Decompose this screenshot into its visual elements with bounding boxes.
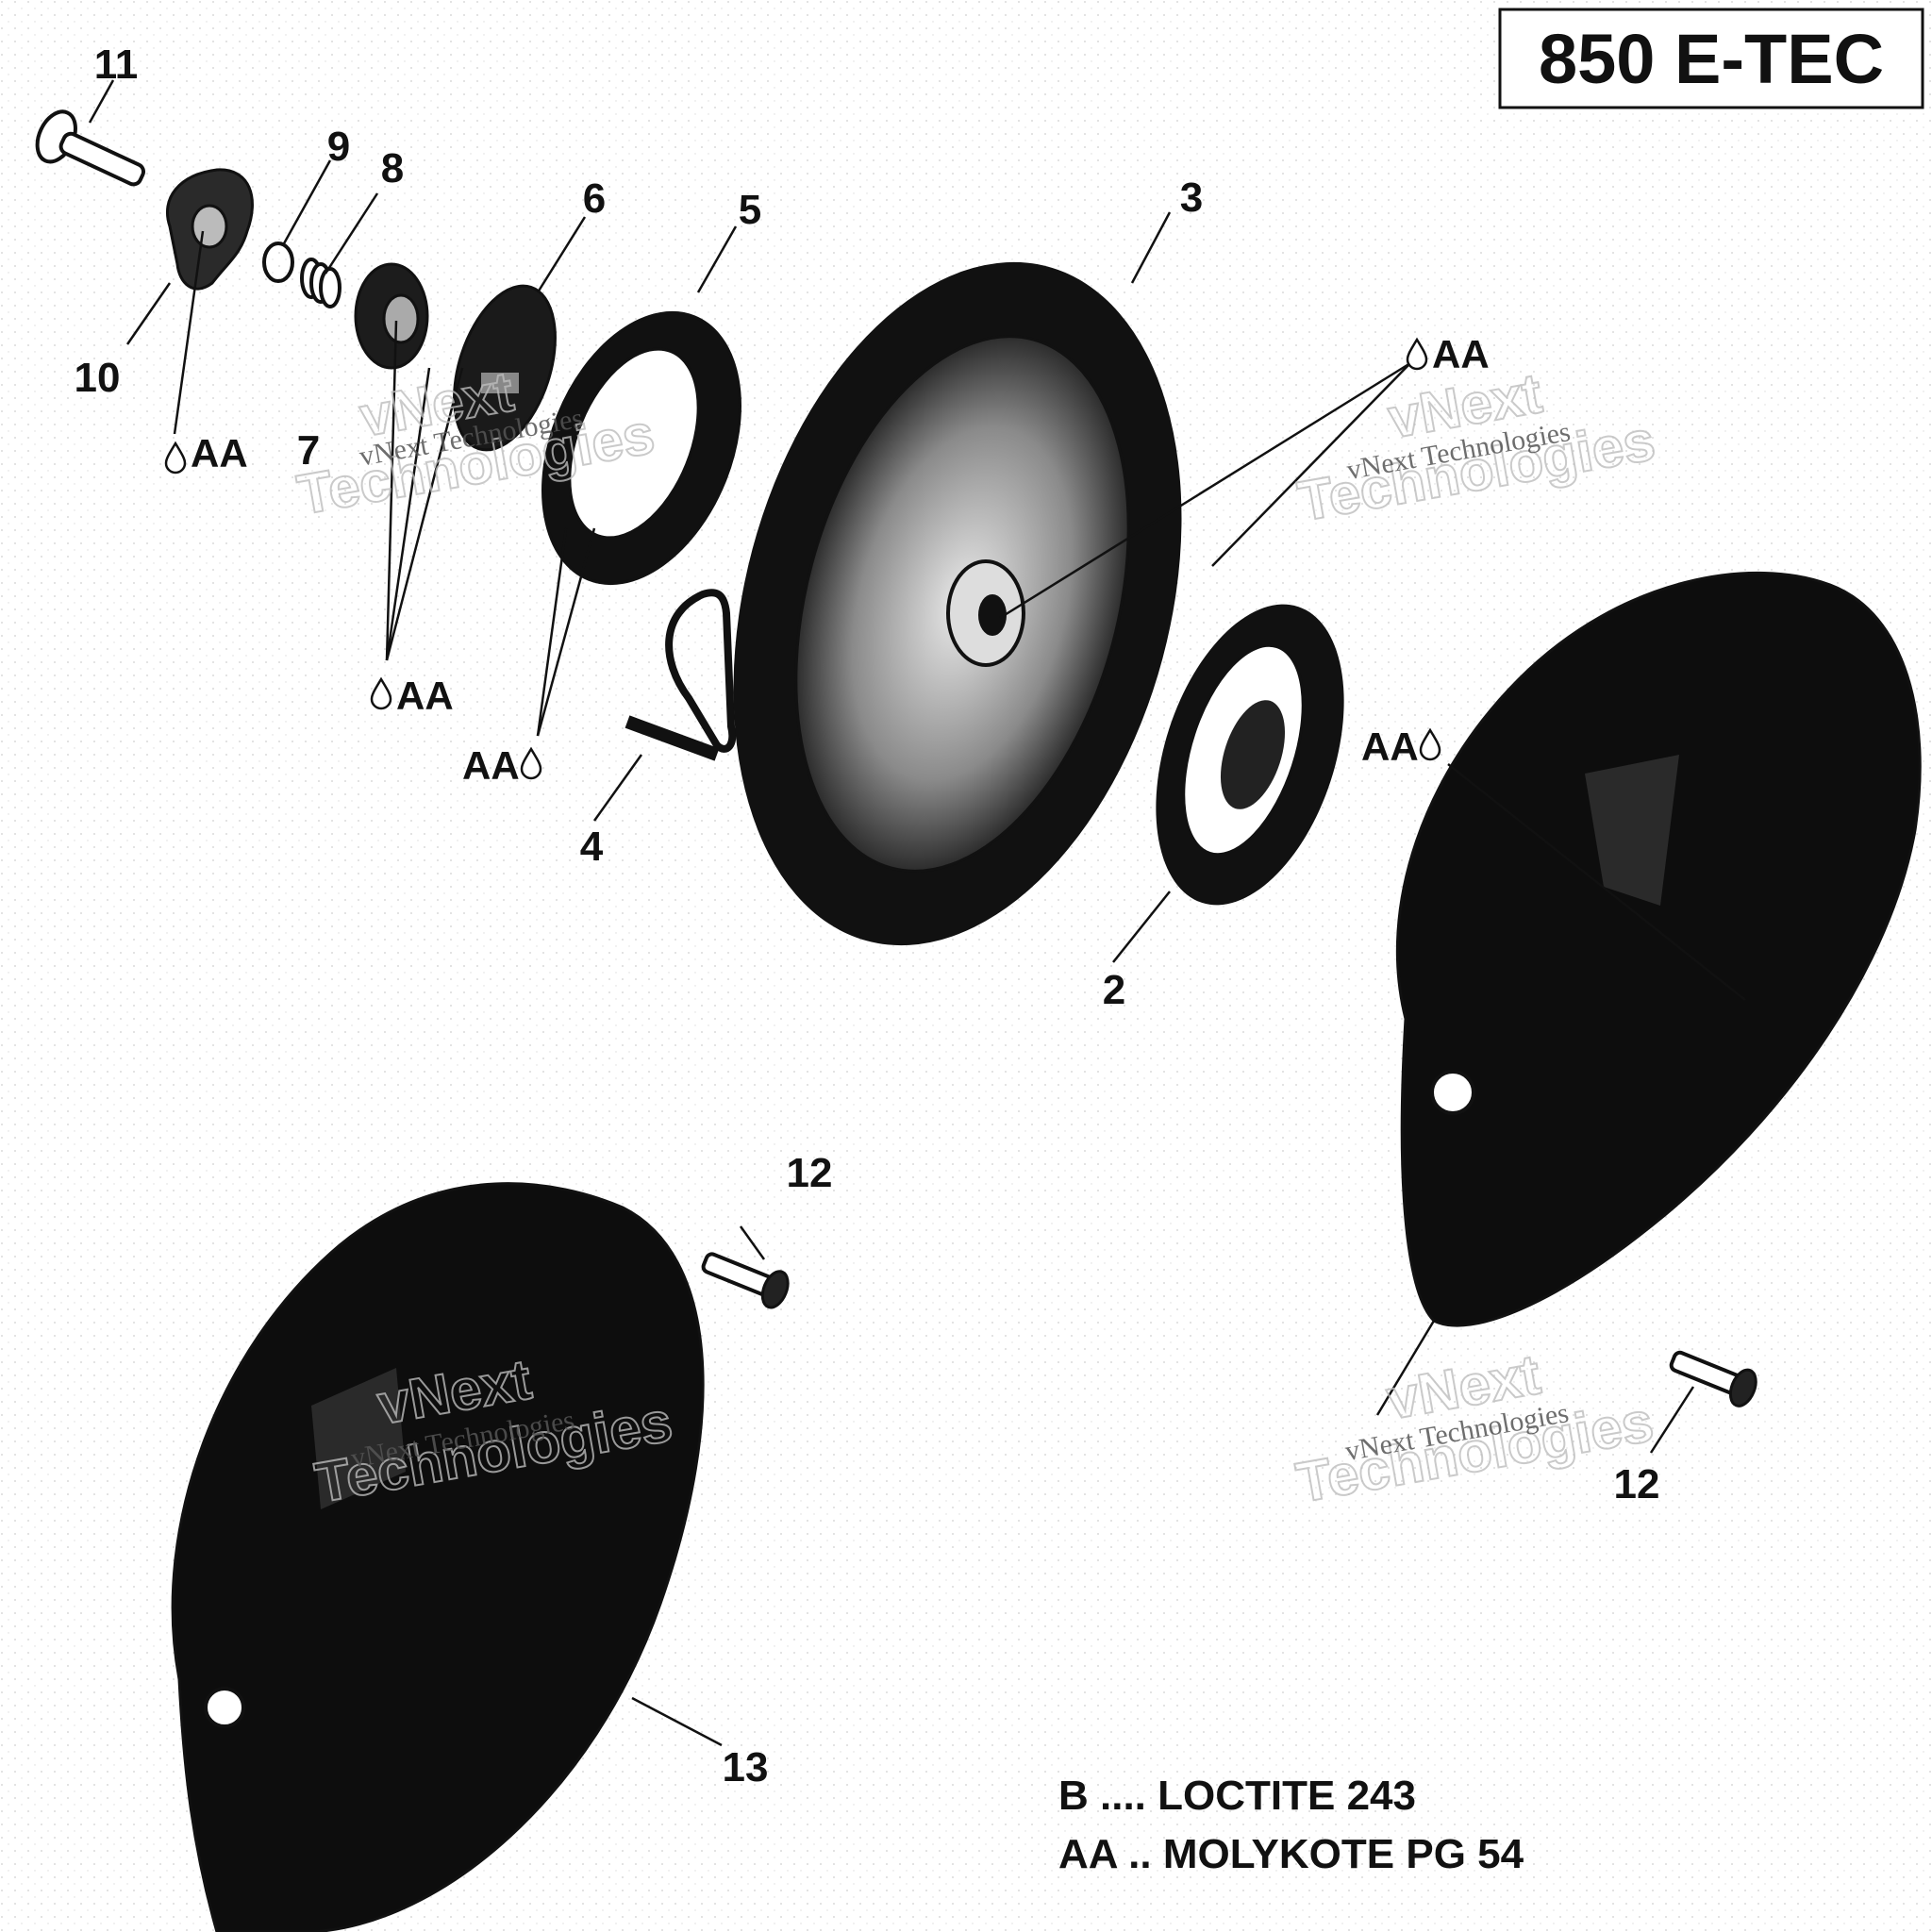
lubricant-marker-3: AA (462, 743, 542, 788)
legend-code: B (1058, 1773, 1089, 1819)
model-badge-text: 850 E-TEC (1539, 20, 1884, 98)
part-8-spring (300, 258, 341, 308)
legend: B .... LOCTITE 243 AA .. MOLYKOTE PG 54 (1058, 1773, 1524, 1877)
callout-8: 8 (381, 145, 404, 192)
leader-lines (88, 79, 1746, 1747)
callout-13: 13 (723, 1744, 769, 1790)
part-5-spring-housing (541, 310, 741, 586)
legend-separator: .... (1089, 1773, 1158, 1819)
legend-product: LOCTITE 243 (1158, 1773, 1416, 1819)
legend-item-molykote: AA .. MOLYKOTE PG 54 (1058, 1831, 1524, 1877)
part-12-bolt (701, 1252, 790, 1309)
lubricant-marker-4: AA (1406, 332, 1490, 376)
callout-10: 10 (75, 355, 121, 401)
callout-2: 2 (1103, 967, 1125, 1013)
legend-product-2: MOLYKOTE PG 54 (1163, 1831, 1524, 1877)
lubricant-marker: AA (164, 431, 248, 475)
part-2-ratchet (1156, 604, 1344, 906)
part-6-plate (453, 284, 557, 452)
part-11-pin (35, 109, 146, 187)
callout-3: 3 (1180, 175, 1203, 221)
part-7-disc (354, 262, 429, 370)
callout-5: 5 (739, 187, 761, 233)
part-1-starter-housing (1395, 572, 1922, 1327)
callout-9: 9 (327, 124, 350, 170)
model-badge: 850 E-TEC (1498, 8, 1924, 109)
part-12-bolt-2 (1669, 1350, 1757, 1407)
part-13-cover (171, 1182, 705, 1932)
callout-12: 12 (787, 1150, 833, 1196)
callout-4: 4 (580, 824, 604, 870)
callout-12-b: 12 (1614, 1461, 1660, 1507)
callout-6: 6 (583, 175, 606, 222)
legend-separator-2: .. (1117, 1831, 1163, 1877)
part-3-pulley (733, 261, 1182, 946)
lubricant-marker-label-4: AA (1432, 332, 1490, 376)
callout-7: 7 (297, 427, 320, 474)
lubricant-marker-label-5: AA (1361, 724, 1419, 769)
legend-code-2: AA (1058, 1831, 1118, 1877)
part-4-rope-handle (625, 589, 737, 761)
callout-11: 11 (94, 42, 139, 88)
legend-item-loctite: B .... LOCTITE 243 (1058, 1773, 1416, 1819)
part-9-ring (262, 242, 294, 283)
lubricant-marker-label: AA (191, 431, 248, 475)
lubricant-marker-5: AA (1361, 724, 1441, 769)
lubricant-marker-2: AA (370, 674, 454, 718)
lubricant-marker-label-3: AA (462, 743, 520, 788)
lubricant-marker-label-2: AA (396, 674, 454, 718)
